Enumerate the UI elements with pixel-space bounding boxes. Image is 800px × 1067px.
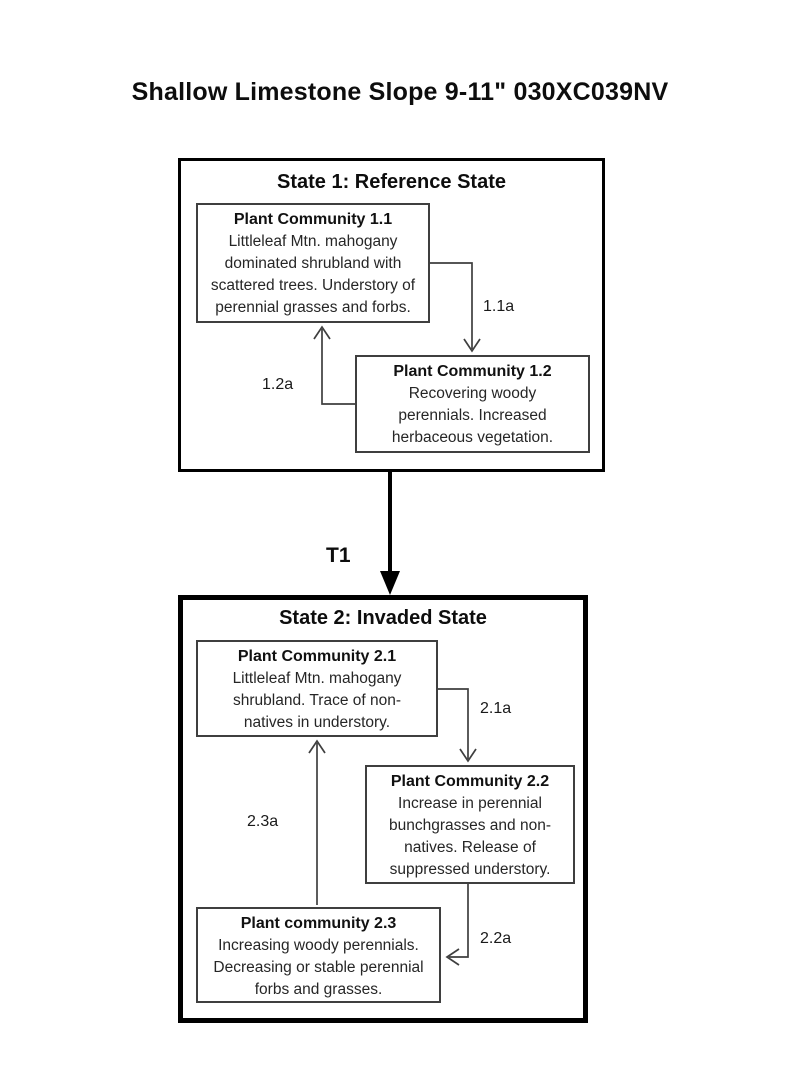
- community-2-1-title: Plant Community 2.1: [237, 648, 397, 665]
- community-2-2-description: Increase in perennial bunchgrasses and n…: [388, 795, 551, 878]
- community-box-2-3: Plant community 2.3 Increasing woody per…: [196, 907, 441, 1003]
- community-2-3-title: Plant community 2.3: [240, 915, 397, 932]
- community-2-2-title: Plant Community 2.2: [390, 773, 550, 790]
- transition-label-t1: T1: [326, 544, 351, 567]
- state-2-title: State 2: Invaded State: [279, 607, 487, 629]
- state-1-title: State 1: Reference State: [277, 171, 506, 193]
- community-1-2-description: Recovering woody perennials. Increased h…: [391, 385, 554, 446]
- community-box-1-1: Plant Community 1.1 Littleleaf Mtn. maho…: [196, 203, 430, 323]
- state-1-box: State 1: Reference State Plant Community…: [178, 158, 605, 472]
- state-2-box: State 2: Invaded State Plant Community 2…: [178, 595, 588, 1023]
- community-2-3-description: Increasing woody perennials. Decreasing …: [213, 937, 424, 998]
- transition-arrowhead-t1: [380, 571, 400, 595]
- page-title: Shallow Limestone Slope 9-11" 030XC039NV: [131, 78, 669, 106]
- community-box-2-2: Plant Community 2.2 Increase in perennia…: [365, 765, 575, 884]
- pathway-label-2-2a: 2.2a: [480, 930, 512, 947]
- pathway-label-2-1a: 2.1a: [480, 700, 512, 717]
- community-2-1-description: Littleleaf Mtn. mahogany shrubland. Trac…: [232, 670, 402, 731]
- pathway-label-1-2a: 1.2a: [262, 376, 294, 393]
- community-1-1-description: Littleleaf Mtn. mahogany dominated shrub…: [210, 233, 416, 316]
- pathway-label-2-3a: 2.3a: [247, 813, 279, 830]
- pathway-label-1-1a: 1.1a: [483, 298, 515, 315]
- community-1-2-title: Plant Community 1.2: [393, 363, 552, 380]
- community-1-1-title: Plant Community 1.1: [233, 211, 393, 228]
- community-box-2-1: Plant Community 2.1 Littleleaf Mtn. maho…: [196, 640, 438, 737]
- community-box-1-2: Plant Community 1.2 Recovering woody per…: [355, 355, 590, 453]
